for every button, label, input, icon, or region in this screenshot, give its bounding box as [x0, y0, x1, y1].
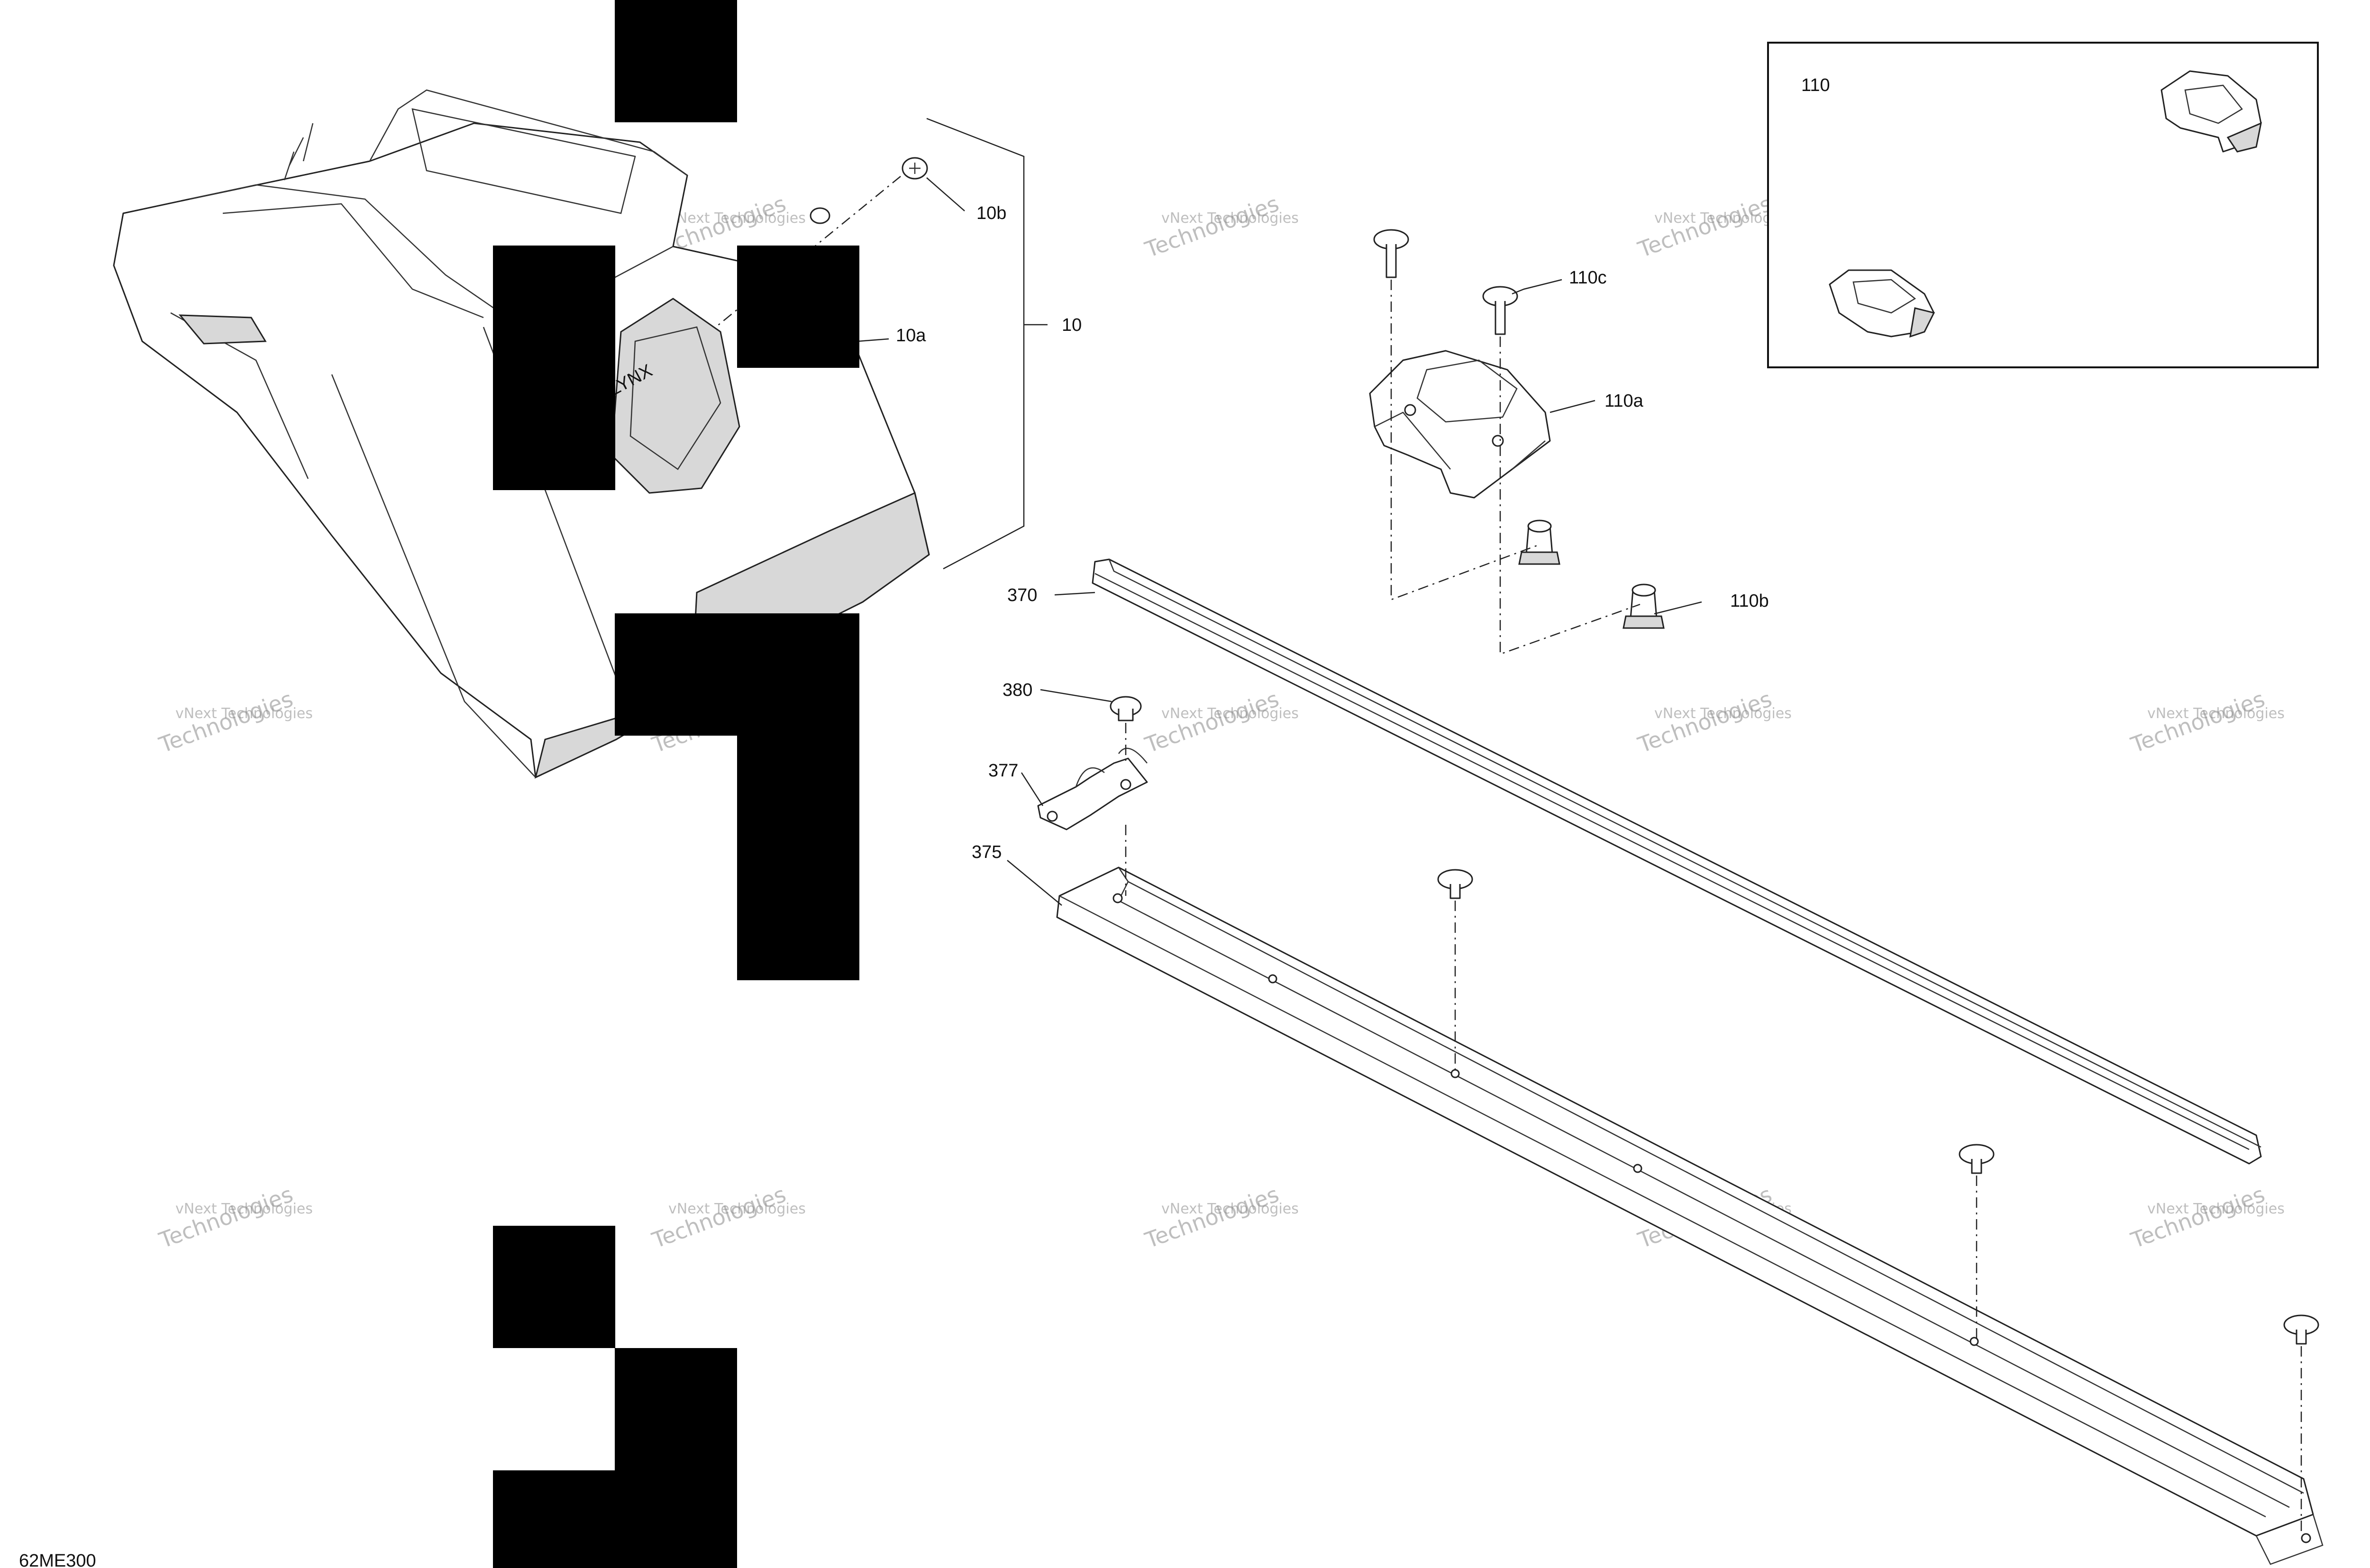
label-370: 370	[1007, 585, 1037, 605]
part-377-clamp	[1037, 748, 1148, 830]
svg-text:Technologies: Technologies	[2127, 1181, 2268, 1253]
label-380: 380	[1003, 680, 1032, 700]
label-110c: 110c	[1569, 268, 1607, 288]
svg-text:Technologies: Technologies	[1141, 686, 1282, 758]
watermark: vNext Technologies Technologies	[155, 686, 313, 758]
label-110b: 110b	[1730, 591, 1769, 611]
svg-text:Technologies: Technologies	[1141, 1181, 1282, 1253]
watermark: vNext Technologies Technologies	[2127, 1181, 2285, 1253]
watermark: vNext Technologies Technologies	[1634, 686, 1792, 758]
part-370-strip	[1092, 558, 2262, 1165]
svg-text:vNext Technologies: vNext Technologies	[2147, 705, 2285, 722]
svg-text:Technologies: Technologies	[155, 686, 296, 758]
part-110a-handle	[1369, 350, 1551, 499]
label-110: 110	[1801, 75, 1830, 95]
label-110a: 110a	[1604, 391, 1644, 411]
part-110c-screws	[1373, 229, 1518, 335]
svg-text:vNext Technologies: vNext Technologies	[175, 705, 313, 722]
svg-text:vNext Technologies: vNext Technologies	[175, 1201, 313, 1217]
watermark: vNext Technologies Technologies	[1141, 686, 1299, 758]
inset-110	[1767, 42, 2319, 368]
svg-text:vNext Technologies: vNext Technologies	[668, 1201, 806, 1217]
svg-text:vNext Technologies: vNext Technologies	[668, 210, 806, 227]
callouts: 10b 10a 10 110 110c 110a 110b 370 380 37…	[19, 75, 1830, 1568]
label-377: 377	[988, 761, 1018, 781]
screw-10b	[810, 157, 928, 224]
svg-text:vNext Technologies: vNext Technologies	[1161, 1201, 1299, 1217]
svg-text:vNext Technologies: vNext Technologies	[1654, 705, 1792, 722]
part-110b-inserts	[1518, 520, 1665, 629]
label-10a: 10a	[896, 326, 926, 346]
svg-text:Technologies: Technologies	[1634, 686, 1775, 758]
rail-screws	[1437, 869, 2319, 1345]
redaction-blocks	[493, 0, 859, 1568]
part-10a-pad	[611, 298, 740, 494]
label-10: 10	[1062, 315, 1082, 335]
watermark: vNext Technologies Technologies	[2127, 686, 2285, 758]
watermark: vNext Technologies Technologies	[1141, 1181, 1299, 1253]
label-375: 375	[972, 842, 1002, 862]
svg-text:Technologies: Technologies	[2127, 686, 2268, 758]
watermark: vNext Technologies Technologies	[648, 1181, 806, 1253]
svg-text:Technologies: Technologies	[648, 1181, 789, 1253]
watermark: vNext Technologies Technologies	[1141, 191, 1299, 263]
part-380-clip	[1110, 696, 1142, 721]
figure-id: 62ME300	[19, 1551, 96, 1568]
svg-text:Technologies: Technologies	[1634, 191, 1775, 263]
label-10b: 10b	[976, 203, 1006, 223]
svg-text:Technologies: Technologies	[155, 1181, 296, 1253]
svg-text:vNext Technologies: vNext Technologies	[1161, 210, 1299, 227]
svg-text:vNext Technologies: vNext Technologies	[1161, 705, 1299, 722]
leader-lines	[857, 118, 1702, 906]
part-375-rail	[1056, 866, 2324, 1565]
watermark: vNext Technologies Technologies	[155, 1181, 313, 1253]
svg-text:vNext Technologies: vNext Technologies	[2147, 1201, 2285, 1217]
svg-text:Technologies: Technologies	[1141, 191, 1282, 263]
